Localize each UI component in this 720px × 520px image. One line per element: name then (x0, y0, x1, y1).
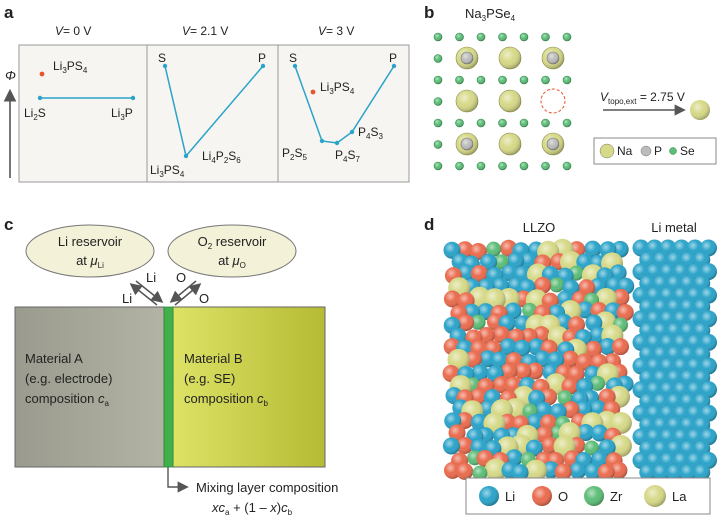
label-s-v3: S (289, 51, 297, 65)
label-p4s3: P4S3 (358, 125, 383, 141)
llzo-label: LLZO (523, 220, 556, 235)
material-a-line3: composition ca (25, 391, 109, 408)
li-reservoir-line1: Li reservoir (58, 234, 123, 249)
label-li3ps4-v3: Li3PS4 (320, 80, 355, 96)
arrow-label-o-out: O (199, 291, 209, 306)
material-b-line2: (e.g. SE) (184, 371, 235, 386)
hull-point-li3ps4-v21 (183, 153, 189, 159)
label-p4s7: P4S7 (335, 148, 360, 164)
mixing-callout-arrow (167, 467, 189, 493)
label-li2s: Li2S (24, 106, 46, 122)
legend-na-label: Na (617, 144, 633, 158)
legend-na-swatch (599, 143, 615, 159)
o2-reservoir (167, 224, 297, 278)
li-metal-label: Li metal (651, 220, 697, 235)
crystal-lattice (433, 32, 572, 171)
panel-b: Na3PSe4 Vtopo,ext = 2.75 V Na P Se (433, 6, 717, 171)
hull-point-li2s (37, 95, 43, 101)
legend-li-label: Li (505, 489, 515, 504)
label-p-v21: P (258, 51, 266, 65)
label-s-v21: S (158, 51, 166, 65)
panel-label-b: b (424, 3, 434, 22)
unstable-point-li3ps4-v0 (39, 71, 45, 77)
mixing-formula: xca + (1 – x)cb (211, 500, 293, 517)
hull-point-li3p (130, 95, 136, 101)
unstable-point-li3ps4-v3 (310, 89, 316, 95)
arrow-label-li-in: Li (146, 270, 156, 285)
hull-point-s-v21 (162, 63, 168, 69)
o-out-arrow (174, 283, 202, 306)
o2-reservoir-line1: O2 reservoir (198, 234, 267, 251)
material-a-line1: Material A (25, 351, 83, 366)
atom-packing (442, 238, 717, 482)
legend-o-label: O (558, 489, 568, 504)
panel-label-a: a (4, 3, 14, 22)
legend-la-label: La (672, 489, 687, 504)
label-li3ps4-v0: Li3PS4 (53, 59, 88, 75)
panel-label-d: d (424, 215, 434, 234)
li-out-arrow (129, 283, 158, 306)
material-b-block (172, 306, 326, 468)
panel-a-frame (18, 44, 410, 183)
hull-point-p4s3 (349, 129, 355, 135)
arrow-label-li-out: Li (122, 291, 132, 306)
panel-d: LLZO Li metal Li O Zr La (442, 220, 717, 515)
label-li3p: Li3P (111, 106, 133, 122)
o2-reservoir-line2: at μO (218, 253, 246, 270)
material-b-line3: composition cb (184, 391, 268, 408)
mixing-layer (163, 306, 174, 468)
legend-se-label: Se (680, 144, 695, 158)
legend-p-label: P (654, 144, 662, 158)
hull-point-p4s7 (334, 140, 340, 146)
voltage-header-0: V= 0 V (55, 24, 91, 38)
panel-label-c: c (4, 215, 13, 234)
li-reservoir (25, 224, 155, 278)
label-li4p2s6: Li4P2S6 (202, 149, 241, 165)
legend-zr-label: Zr (610, 489, 623, 504)
label-p-v3: P (389, 51, 397, 65)
legend-p-swatch (640, 145, 652, 157)
panel-c: Li reservoir at μLi O2 reservoir at μO L… (14, 224, 338, 517)
li-reservoir-line2: at μLi (76, 253, 104, 270)
hull-point-p2s5 (319, 138, 325, 144)
panel-b-legend (593, 137, 717, 165)
mixing-label-line1: Mixing layer composition (196, 480, 338, 495)
panel-a: Φ V= 0 V V= 2.1 V V= 3 V Li3PS4 Li2S Li3… (3, 24, 410, 183)
phi-axis-label: Φ (5, 68, 16, 83)
label-p2s5: P2S5 (282, 146, 307, 162)
arrow-label-o-in: O (176, 270, 186, 285)
voltage-header-2: V= 3 V (318, 24, 354, 38)
na-vacancy-site (540, 88, 566, 114)
vtopo-label: Vtopo,ext = 2.75 V (600, 90, 685, 106)
material-b-line1: Material B (184, 351, 243, 366)
hull-point-s-v3 (292, 63, 298, 69)
material-a-line2: (e.g. electrode) (25, 371, 112, 386)
legend-se-swatch (669, 147, 677, 155)
crystal-title: Na3PSe4 (465, 6, 516, 23)
voltage-header-1: V= 2.1 V (182, 24, 228, 38)
hull-point-p-v3 (391, 63, 397, 69)
label-li3ps4-v21: Li3PS4 (150, 163, 185, 179)
hull-point-p-v21 (260, 63, 266, 69)
material-a-block (14, 306, 165, 468)
